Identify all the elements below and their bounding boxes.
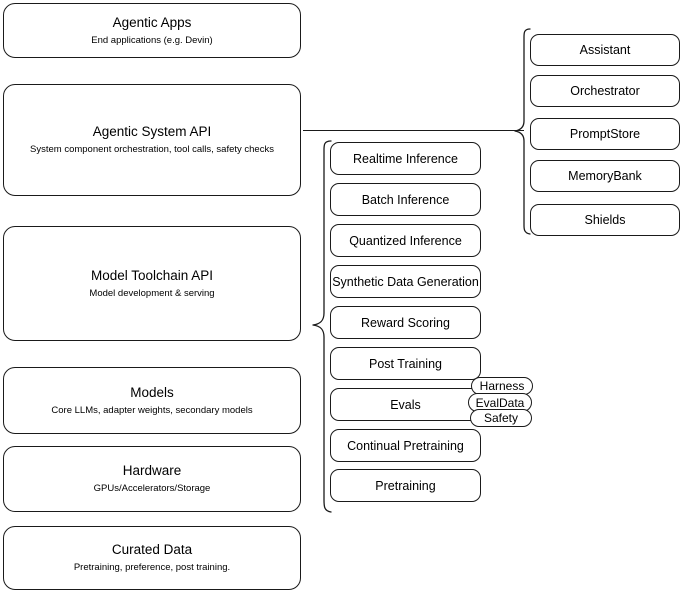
agentic-box-shields[interactable]: Shields — [530, 204, 680, 236]
toolchain-box-batch-inference[interactable]: Batch Inference — [330, 183, 481, 216]
layer-box-models[interactable]: Models Core LLMs, adapter weights, secon… — [3, 367, 301, 434]
toolchain-box-realtime-inference[interactable]: Realtime Inference — [330, 142, 481, 175]
toolchain-label: Post Training — [369, 356, 442, 371]
agentic-box-orchestrator[interactable]: Orchestrator — [530, 75, 680, 107]
toolchain-box-pretraining[interactable]: Pretraining — [330, 469, 481, 502]
toolchain-label: Reward Scoring — [361, 315, 450, 330]
evals-tag-safety[interactable]: Safety — [470, 409, 532, 427]
layer-subtitle: System component orchestration, tool cal… — [30, 144, 274, 155]
layer-title: Hardware — [122, 463, 182, 478]
evals-tag-label: Safety — [483, 411, 519, 425]
toolchain-label: Realtime Inference — [353, 151, 458, 166]
agentic-label: Assistant — [579, 43, 631, 57]
toolchain-box-continual-pretraining[interactable]: Continual Pretraining — [330, 429, 481, 462]
layer-title: Agentic Apps — [112, 14, 192, 30]
toolchain-box-reward-scoring[interactable]: Reward Scoring — [330, 306, 481, 339]
layer-title: Agentic System API — [92, 124, 212, 139]
layer-subtitle: Pretraining, preference, post training. — [73, 562, 231, 573]
toolchain-label: Synthetic Data Generation — [332, 274, 479, 289]
layer-title: Models — [130, 384, 174, 400]
agentic-label: Shields — [584, 213, 626, 227]
layer-subtitle: Core LLMs, adapter weights, secondary mo… — [51, 404, 253, 416]
brace-agentic-components — [514, 28, 531, 235]
evals-tag-label: Harness — [479, 379, 525, 393]
agentic-label: MemoryBank — [568, 169, 642, 183]
agentic-box-assistant[interactable]: Assistant — [530, 34, 680, 66]
layer-subtitle: Model development & serving — [89, 287, 215, 299]
agentic-box-promptstore[interactable]: PromptStore — [530, 118, 680, 150]
layer-box-agentic-apps[interactable]: Agentic Apps End applications (e.g. Devi… — [3, 3, 301, 58]
evals-tag-label: EvalData — [475, 395, 525, 410]
layer-box-agentic-system-api[interactable]: Agentic System API System component orch… — [3, 84, 301, 196]
toolchain-label: Pretraining — [375, 478, 436, 493]
toolchain-box-evals[interactable]: Evals — [330, 388, 481, 421]
evals-tag-harness[interactable]: Harness — [471, 377, 533, 395]
evals-tag-evaldata[interactable]: EvalData — [468, 393, 532, 412]
toolchain-label: Continual Pretraining — [347, 438, 464, 453]
connector-agentic-system-to-components — [303, 130, 524, 132]
agentic-label: Orchestrator — [570, 84, 640, 98]
layer-subtitle: GPUs/Accelerators/Storage — [93, 483, 211, 494]
agentic-label: PromptStore — [569, 127, 641, 141]
layer-title: Model Toolchain API — [90, 267, 214, 283]
toolchain-label: Evals — [390, 397, 421, 412]
toolchain-box-quantized-inference[interactable]: Quantized Inference — [330, 224, 481, 257]
layer-title: Curated Data — [111, 542, 193, 557]
toolchain-label: Quantized Inference — [349, 233, 462, 248]
layer-box-curated-data[interactable]: Curated Data Pretraining, preference, po… — [3, 526, 301, 590]
brace-toolchain-components — [312, 140, 332, 513]
toolchain-box-synthetic-data-generation[interactable]: Synthetic Data Generation — [330, 265, 481, 298]
layer-box-hardware[interactable]: Hardware GPUs/Accelerators/Storage — [3, 446, 301, 512]
agentic-box-memorybank[interactable]: MemoryBank — [530, 160, 680, 192]
layer-subtitle: End applications (e.g. Devin) — [91, 34, 213, 46]
layer-box-model-toolchain-api[interactable]: Model Toolchain API Model development & … — [3, 226, 301, 341]
toolchain-box-post-training[interactable]: Post Training — [330, 347, 481, 380]
toolchain-label: Batch Inference — [361, 192, 450, 207]
